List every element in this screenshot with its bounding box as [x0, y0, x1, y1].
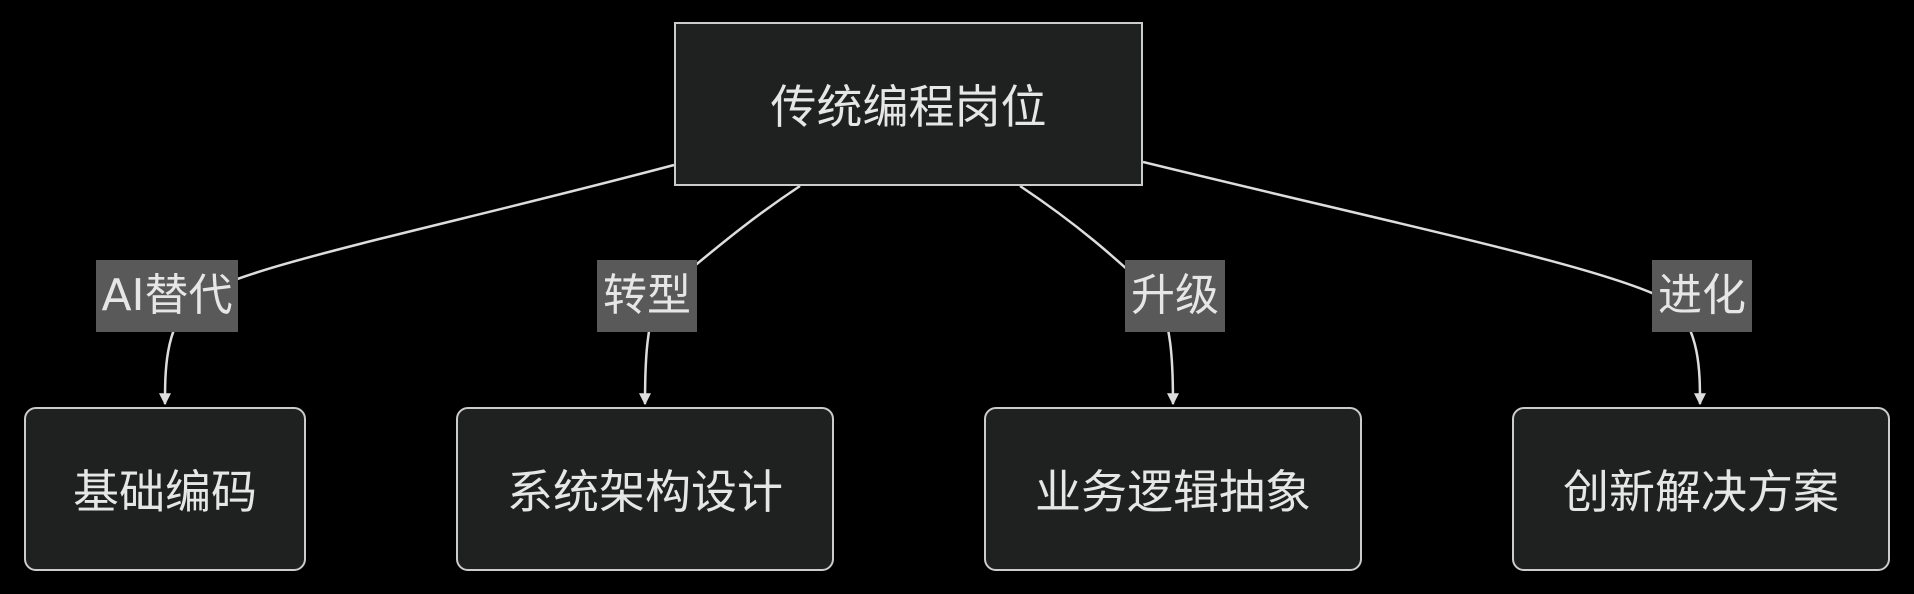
child-node-label: 创新解决方案 [1563, 465, 1839, 519]
child-node-business-logic: 业务逻辑抽象 [984, 407, 1362, 571]
root-node: 传统编程岗位 [674, 22, 1143, 186]
child-node-label: 系统架构设计 [507, 465, 783, 519]
child-node-label: 基础编码 [73, 465, 257, 519]
child-node-label: 业务逻辑抽象 [1035, 465, 1311, 519]
edge-label-ai-replace: AI替代 [96, 260, 238, 332]
edge-to-innovative-solution [1142, 160, 1706, 406]
edge-label-upgrade: 升级 [1125, 260, 1225, 332]
child-node-innovative-solution: 创新解决方案 [1512, 407, 1890, 571]
root-node-label: 传统编程岗位 [770, 80, 1047, 134]
edge-label-transform: 转型 [597, 260, 697, 332]
child-node-basic-coding: 基础编码 [24, 407, 306, 571]
child-node-system-architecture: 系统架构设计 [456, 407, 834, 571]
edge-label-evolve: 进化 [1652, 260, 1752, 332]
